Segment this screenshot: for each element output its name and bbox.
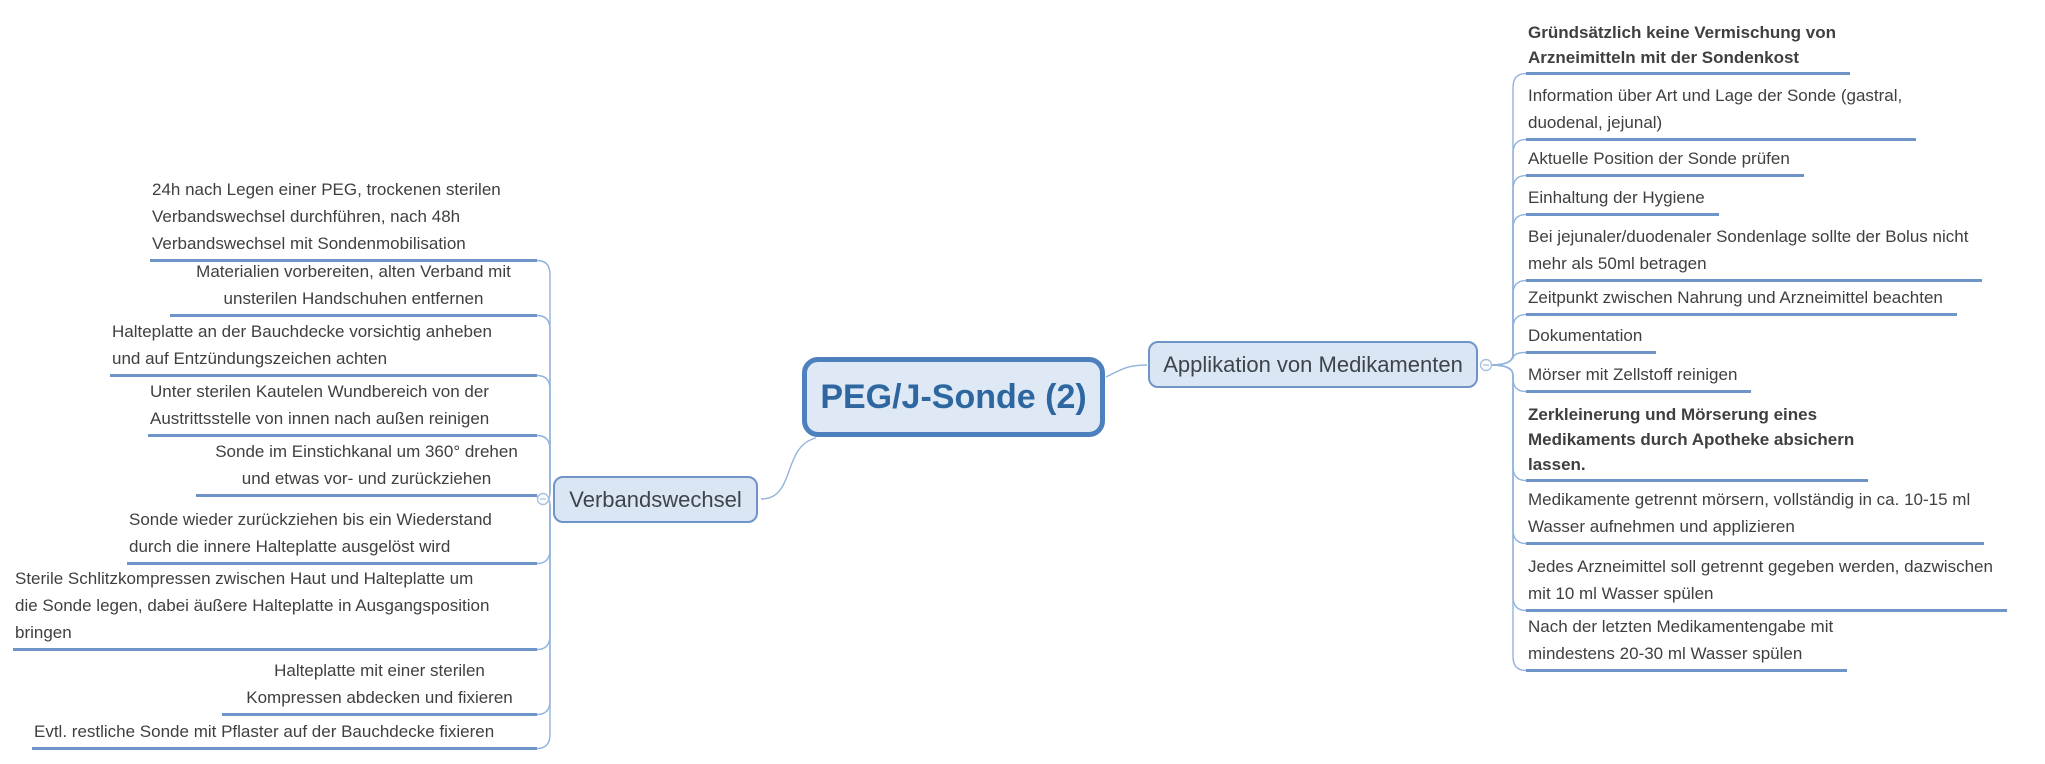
branch-node-applikation[interactable]: Applikation von Medikamenten <box>1148 341 1478 388</box>
edge-root-to-verbandswechsel <box>760 437 817 500</box>
child-edge <box>1490 364 1527 545</box>
child-node-medik-6[interactable]: Zeitpunkt zwischen Nahrung und Arzneimit… <box>1526 284 1957 316</box>
child-node-verband-3[interactable]: Halteplatte an der Bauchdecke vorsichtig… <box>110 318 537 377</box>
child-edge <box>1490 364 1527 482</box>
root-node[interactable]: PEG/J-Sonde (2) <box>802 357 1105 437</box>
child-node-verband-7[interactable]: Sterile Schlitzkompressen zwischen Haut … <box>13 565 537 651</box>
child-node-medik-1[interactable]: Gründsätzlich keine Vermischung von Arzn… <box>1526 20 1850 75</box>
child-node-verband-6[interactable]: Sonde wieder zurückziehen bis ein Wieder… <box>127 506 537 565</box>
child-edge <box>536 498 551 716</box>
child-node-medik-3[interactable]: Aktuelle Position der Sonde prüfen <box>1526 145 1804 177</box>
child-edge <box>536 498 551 750</box>
child-edge <box>1490 213 1527 366</box>
child-edge <box>1490 364 1527 672</box>
child-edge <box>1490 364 1527 393</box>
child-edge <box>536 314 551 500</box>
child-node-verband-2[interactable]: Materialien vorbereiten, alten Verband m… <box>170 258 537 317</box>
child-node-medik-5[interactable]: Bei jejunaler/duodenaler Sondenlage soll… <box>1526 223 1983 282</box>
fold-handle-right[interactable] <box>1479 358 1493 372</box>
child-edge-group <box>536 72 1527 750</box>
child-node-medik-10[interactable]: Medikamente getrennt mörsern, vollständi… <box>1526 486 1985 545</box>
child-edge <box>1490 313 1527 366</box>
child-node-medik-11[interactable]: Jedes Arzneimittel soll getrennt gegeben… <box>1526 553 2007 612</box>
child-edge <box>1490 174 1527 366</box>
child-edge <box>1490 364 1527 612</box>
child-node-verband-8[interactable]: Halteplatte mit einer sterilen Kompresse… <box>222 657 537 716</box>
child-node-medik-2[interactable]: Information über Art und Lage der Sonde … <box>1526 82 1917 141</box>
branch-node-verbandswechsel[interactable]: Verbandswechsel <box>553 476 758 523</box>
child-node-verband-1[interactable]: 24h nach Legen einer PEG, trockenen ster… <box>150 176 537 262</box>
child-edge <box>536 498 551 565</box>
child-edge <box>1490 72 1527 366</box>
child-node-medik-9[interactable]: Zerkleinerung und Mörserung eines Medika… <box>1526 402 1869 482</box>
child-node-verband-9[interactable]: Evtl. restliche Sonde mit Pflaster auf d… <box>32 718 537 750</box>
child-edge <box>1490 138 1527 366</box>
child-node-verband-4[interactable]: Unter sterilen Kautelen Wundbereich von … <box>148 378 537 437</box>
child-edge <box>536 498 551 651</box>
child-node-medik-12[interactable]: Nach der letzten Medikamentengabe mit mi… <box>1526 613 1848 672</box>
child-node-medik-7[interactable]: Dokumentation <box>1526 322 1657 354</box>
child-edge <box>536 434 551 500</box>
child-edge <box>1490 351 1527 366</box>
child-node-medik-4[interactable]: Einhaltung der Hygiene <box>1526 184 1719 216</box>
edge-root-to-applikation <box>1105 364 1148 378</box>
child-node-medik-8[interactable]: Mörser mit Zellstoff reinigen <box>1526 361 1752 393</box>
fold-handle-left[interactable] <box>536 492 550 506</box>
child-node-verband-5[interactable]: Sonde im Einstichkanal um 360° drehen un… <box>196 438 537 497</box>
